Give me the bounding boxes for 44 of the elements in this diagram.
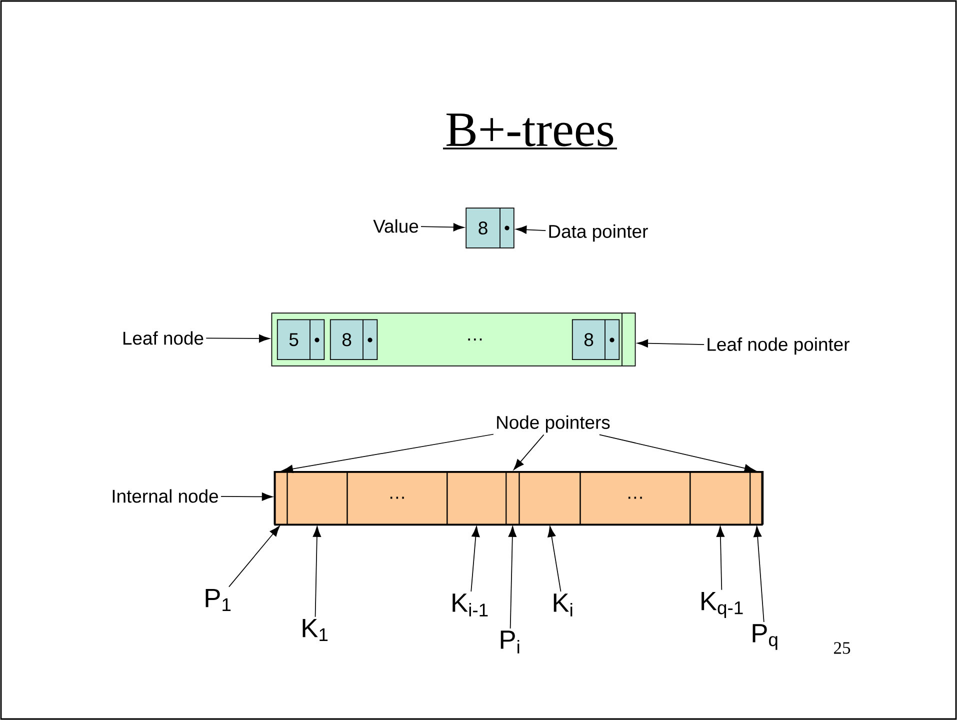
pointer-label: P$_{i}$ bbox=[500, 630, 520, 654]
callout-label: Internal node bbox=[112, 489, 218, 503]
node-cell bbox=[274, 470, 288, 525]
ellipsis-cell: … bbox=[346, 470, 448, 525]
leader-line bbox=[753, 526, 764, 622]
node-cell bbox=[506, 470, 520, 525]
pointer-label: P$_{q}$ bbox=[752, 624, 778, 650]
page-number: 25 bbox=[834, 642, 850, 654]
leader-line bbox=[470, 526, 480, 592]
node-cell bbox=[446, 470, 507, 525]
leader-line bbox=[508, 526, 517, 629]
arrow bbox=[282, 434, 494, 473]
pointer-label: K$_{i}$ bbox=[554, 594, 572, 616]
arrow bbox=[637, 339, 705, 348]
node-cell bbox=[690, 470, 751, 525]
entry-box: 8 bbox=[330, 319, 378, 360]
leader-line bbox=[312, 526, 322, 618]
internal-node-box bbox=[274, 471, 763, 526]
entry-box: 8 bbox=[466, 208, 514, 248]
node-cell bbox=[518, 470, 581, 525]
leader-line bbox=[716, 526, 725, 590]
callout-label: Leaf node bbox=[124, 331, 204, 345]
node-cell bbox=[286, 470, 348, 525]
ellipsis-cell: … bbox=[580, 470, 690, 525]
pointer-label: K$_{q-1}$ bbox=[702, 592, 743, 618]
callout-label: Leaf node pointer bbox=[708, 337, 850, 355]
arrow bbox=[598, 434, 756, 472]
entry-box: 8 bbox=[572, 319, 620, 360]
title: B+-trees bbox=[443, 114, 618, 150]
entry-box: 5 bbox=[276, 319, 325, 360]
callout-label: Data pointer bbox=[549, 224, 648, 242]
callout-label: Value bbox=[373, 219, 418, 233]
leader-line bbox=[228, 526, 280, 588]
arrow bbox=[206, 334, 270, 343]
leader-line bbox=[548, 526, 562, 592]
arrow bbox=[420, 223, 464, 232]
callout-label: Node pointers bbox=[497, 415, 610, 433]
arrow bbox=[513, 434, 544, 470]
node-cell bbox=[750, 470, 764, 525]
pointer-label: P$_{1}$ bbox=[206, 588, 231, 612]
arrow bbox=[220, 492, 273, 501]
pointer-label: K$_{i-1}$ bbox=[452, 594, 488, 616]
arrow bbox=[516, 226, 546, 234]
pointer-label: K$_{1}$ bbox=[302, 618, 328, 642]
